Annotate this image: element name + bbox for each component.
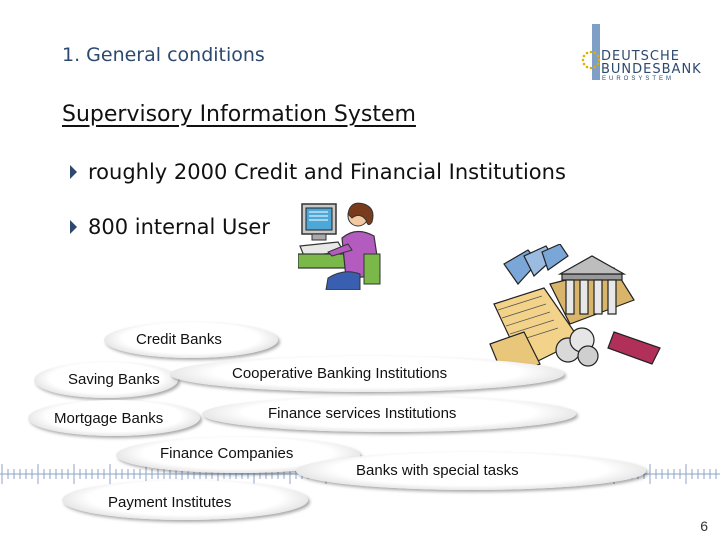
bullet-arrow-icon [70, 165, 77, 179]
institution-oval-finance-services [202, 396, 576, 432]
institution-oval-mortgage-banks [28, 400, 200, 436]
institution-oval-special-tasks [296, 452, 646, 490]
institution-label: Credit Banks [136, 331, 222, 348]
page-number: 6 [700, 518, 708, 534]
slide-title: Supervisory Information System [62, 102, 416, 127]
institution-oval-credit-banks [104, 322, 278, 358]
logo-text-eurosystem: EUROSYSTEM [602, 76, 675, 82]
bullet-text: roughly 2000 Credit and Financial Instit… [88, 160, 566, 184]
institution-label: Payment Institutes [108, 494, 232, 511]
institution-oval-cooperative-banking [170, 356, 564, 392]
eu-stars-icon [581, 50, 601, 70]
institution-oval-saving-banks [34, 362, 178, 398]
bullet-arrow-icon [70, 220, 77, 234]
bullet-item: roughly 2000 Credit and Financial Instit… [70, 160, 566, 184]
institution-label: Saving Banks [68, 371, 160, 388]
logo-text-deutsche: DEUTSCHE [601, 49, 680, 64]
user-at-computer-icon [298, 202, 381, 290]
institution-label: Banks with special tasks [356, 462, 519, 479]
bullet-text: 800 internal User [88, 215, 270, 239]
logo-text-bundesbank: BUNDESBANK [601, 62, 702, 77]
bullet-item: 800 internal User [70, 215, 270, 239]
section-heading: 1. General conditions [62, 44, 265, 66]
logo-bar [592, 24, 600, 80]
institution-oval-payment-institutes [62, 480, 308, 520]
institution-label: Finance services Institutions [268, 405, 457, 422]
institution-label: Mortgage Banks [54, 410, 164, 427]
institution-label: Cooperative Banking Institutions [232, 365, 448, 382]
institution-label: Finance Companies [160, 445, 294, 462]
